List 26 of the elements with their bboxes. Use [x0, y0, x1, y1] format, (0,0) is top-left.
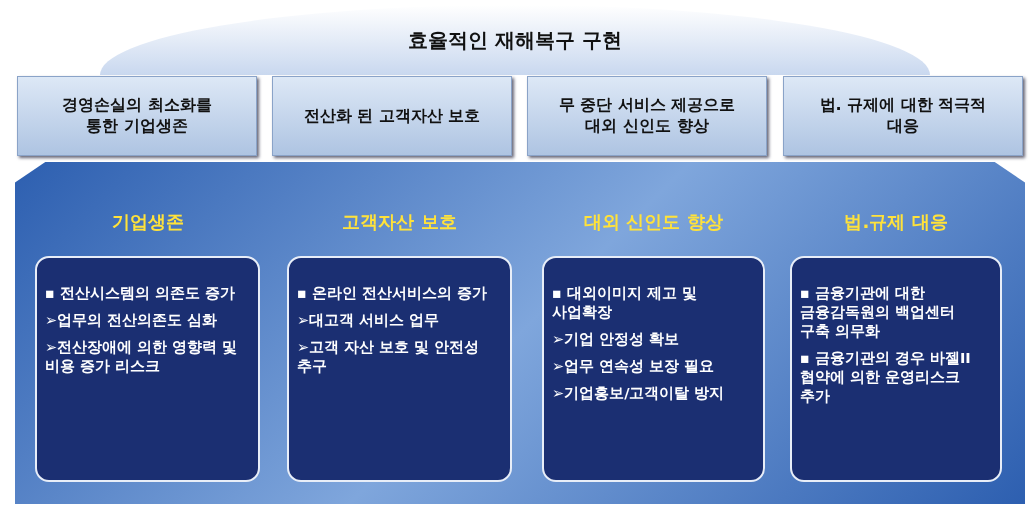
- goal-box: [527, 76, 767, 156]
- column-heading: 기업생존: [110, 210, 185, 234]
- bullet-text: ➢업무 연속성 보장 필요: [552, 357, 716, 376]
- goal-text: 전산화 된 고객자산 보호: [302, 105, 482, 127]
- goal-text: 무 중단 서비스 제공으로 대외 신인도 향상: [557, 95, 737, 137]
- bullet-text: ➢기업 안정성 확보: [552, 330, 681, 349]
- column-heading: 법.규제 대응: [843, 210, 949, 234]
- goal-text: 경영손실의 최소화를 통한 기업생존: [61, 95, 213, 137]
- bullet-text: ▪ 대외이미지 제고 및 사업확장: [552, 284, 698, 322]
- goal-text: 법. 규제에 대한 적극적 대응: [818, 95, 988, 137]
- title-text: 효율적인 재해복구 구현: [408, 26, 622, 54]
- goal-box: [272, 76, 512, 156]
- bullet-text: ➢기업홍보/고객이탈 방지: [552, 384, 726, 403]
- bullet-text: ➢전산장애에 의한 영향력 및 비용 증가 리스크: [45, 338, 239, 376]
- goal-box: [783, 76, 1023, 156]
- column-heading: 고객자산 보호: [341, 210, 458, 234]
- bullet-text: ▪ 금융기관에 대한 금융감독원의 백업센터 구축 의무화: [800, 284, 957, 341]
- bullet-text: ▪ 전산시스템의 의존도 증가: [45, 284, 236, 303]
- bullet-text: ➢업무의 전산의존도 심화: [45, 311, 219, 330]
- bullet-text: ➢대고객 서비스 업무: [297, 311, 441, 330]
- bullet-text: ▪ 금융기관의 경우 바젤II 협약에 의한 운영리스크 추가: [800, 349, 972, 406]
- panel-background: [15, 162, 1025, 504]
- goal-box: [17, 76, 257, 156]
- column-heading: 대외 신인도 향상: [583, 210, 724, 234]
- bullet-text: ➢고객 자산 보호 및 안전성 추구: [297, 338, 481, 376]
- bullet-text: ▪ 온라인 전산서비스의 증가: [297, 284, 488, 303]
